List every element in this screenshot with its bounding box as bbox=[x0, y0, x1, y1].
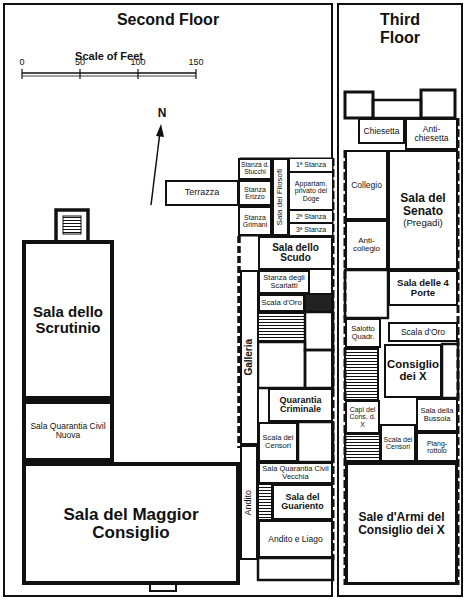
floor-title: Second Floor bbox=[5, 11, 331, 29]
room-name: Stanza Grimani bbox=[241, 214, 269, 229]
floor-panel: Second FloorTerrazza Stanza d. StucchiSta… bbox=[3, 3, 333, 597]
north-label: N bbox=[158, 107, 167, 120]
room: Sale d'Armi del Consiglio dei X bbox=[345, 462, 458, 585]
room: Stanza Grimani bbox=[238, 206, 272, 236]
room-name: Sala dei Filosofi bbox=[276, 169, 284, 225]
room: Terrazza bbox=[165, 180, 239, 206]
room: Sala del Senato(Pregadi) bbox=[388, 150, 458, 270]
room-name: Sala della Bussola bbox=[419, 407, 455, 423]
room: Salotto Quadr. bbox=[345, 318, 381, 348]
wall-details bbox=[345, 90, 458, 585]
room: Consiglio dei X bbox=[384, 344, 442, 398]
room-name: Consiglio dei X bbox=[387, 359, 439, 383]
room-name: Piang-rottolo bbox=[419, 440, 455, 455]
room: Sala della Bussola bbox=[416, 398, 458, 432]
room: Andito e Liago bbox=[258, 520, 333, 558]
room: 2ª Stanza bbox=[289, 210, 333, 223]
room-name: Scala d'Oro bbox=[391, 328, 455, 337]
room-name: Anti-chiesetta bbox=[408, 125, 455, 143]
room-name: Scala dei Censori bbox=[383, 436, 413, 451]
room: Scala dei Censori bbox=[258, 422, 298, 462]
room: 1ª Stanza bbox=[289, 158, 333, 172]
room: Sala Quarantia Civil Vecchia bbox=[258, 462, 333, 484]
room: Stanza d. Stucchi bbox=[238, 158, 272, 180]
room: Chiesetta bbox=[358, 118, 405, 144]
room: Quarantia Criminale bbox=[268, 388, 333, 422]
room-name: Salotto Quadr. bbox=[348, 325, 378, 341]
room-name: Sala Quarantia Civil Vecchia bbox=[261, 465, 330, 481]
room-name: Chiesetta bbox=[361, 127, 402, 136]
room: Sala dello Scudo bbox=[258, 236, 333, 270]
room: Scala d'Oro bbox=[388, 322, 458, 342]
room-name: Sala Quarantia Civil Nuova bbox=[27, 422, 109, 440]
room-name: Andito bbox=[244, 490, 253, 516]
room-name: Andito e Liago bbox=[261, 535, 330, 544]
room: Anti-chiesetta bbox=[405, 118, 458, 150]
room: Scala d'Oro bbox=[258, 294, 305, 312]
room: Appartam. privato del Doge bbox=[289, 172, 333, 210]
room-name: Sala dello Scudo bbox=[261, 243, 330, 264]
room: Anti-collegio bbox=[345, 220, 388, 270]
room: Collegio bbox=[345, 150, 388, 220]
north-arrow bbox=[151, 124, 164, 205]
room-name: Galleria bbox=[244, 339, 255, 376]
room: Andito bbox=[240, 445, 258, 560]
room: Sala dei Filosofi bbox=[272, 158, 289, 236]
room: Galleria bbox=[240, 270, 259, 445]
tower bbox=[56, 210, 88, 242]
room-name: Sale d'Armi del Consiglio dei X bbox=[349, 511, 454, 536]
room: Sala dello Scrutinio bbox=[22, 240, 114, 400]
room: Piang-rottolo bbox=[416, 432, 458, 462]
room: Stanza degli Scarlatti bbox=[258, 270, 310, 294]
room-name: Sala del Senato bbox=[391, 192, 455, 217]
scale-number: 100 bbox=[130, 58, 145, 68]
room-name: 1ª Stanza bbox=[291, 161, 331, 168]
room-name: Stanza d. Stucchi bbox=[241, 162, 269, 176]
room-name: Terrazza bbox=[168, 188, 236, 197]
room: Sala delle 4 Porte bbox=[388, 270, 458, 306]
room: Sala Quarantia Civil Nuova bbox=[22, 400, 114, 462]
room: Sala del Maggior Consiglio bbox=[22, 462, 240, 585]
room-name: 2ª Stanza bbox=[291, 213, 331, 220]
room: 3ª Stanza bbox=[289, 223, 333, 236]
room-name: Stanza Erizzo bbox=[241, 186, 269, 201]
room-name: Sala del Guariento bbox=[275, 493, 330, 512]
scale-number: 0 bbox=[19, 58, 24, 68]
room-name: Collegio bbox=[348, 181, 385, 190]
floor-title: Third Floor bbox=[365, 11, 435, 46]
room-name: Quarantia Criminale bbox=[271, 396, 330, 415]
room-name: Anti-collegio bbox=[348, 237, 385, 254]
room-name: Appartam. privato del Doge bbox=[291, 180, 331, 202]
scale-number: 50 bbox=[75, 58, 85, 68]
room-name: Sala dello Scrutinio bbox=[27, 304, 109, 336]
room-name: Sala del Maggior Consiglio bbox=[27, 506, 235, 542]
room-subtitle: (Pregadi) bbox=[391, 218, 455, 228]
room: Scala dei Censori bbox=[380, 424, 416, 462]
scale-bar bbox=[22, 69, 196, 79]
room-name: Stanza degli Scarlatti bbox=[261, 274, 307, 290]
room-name: Scala d'Oro bbox=[261, 299, 302, 307]
room: Stanza Erizzo bbox=[238, 180, 272, 206]
floor-panel: Third FloorChiesetta Anti-chiesettaColleg… bbox=[337, 3, 463, 597]
scale-number: 150 bbox=[188, 58, 203, 68]
room: Sala del Guariento bbox=[272, 484, 333, 520]
room-name: Sala delle 4 Porte bbox=[391, 278, 455, 298]
room-name: Scala dei Censori bbox=[261, 434, 295, 450]
room: Capi del Cons. d. X bbox=[345, 400, 380, 434]
room-name: 3ª Stanza bbox=[291, 226, 331, 233]
room-name: Capi del Cons. d. X bbox=[348, 406, 377, 428]
